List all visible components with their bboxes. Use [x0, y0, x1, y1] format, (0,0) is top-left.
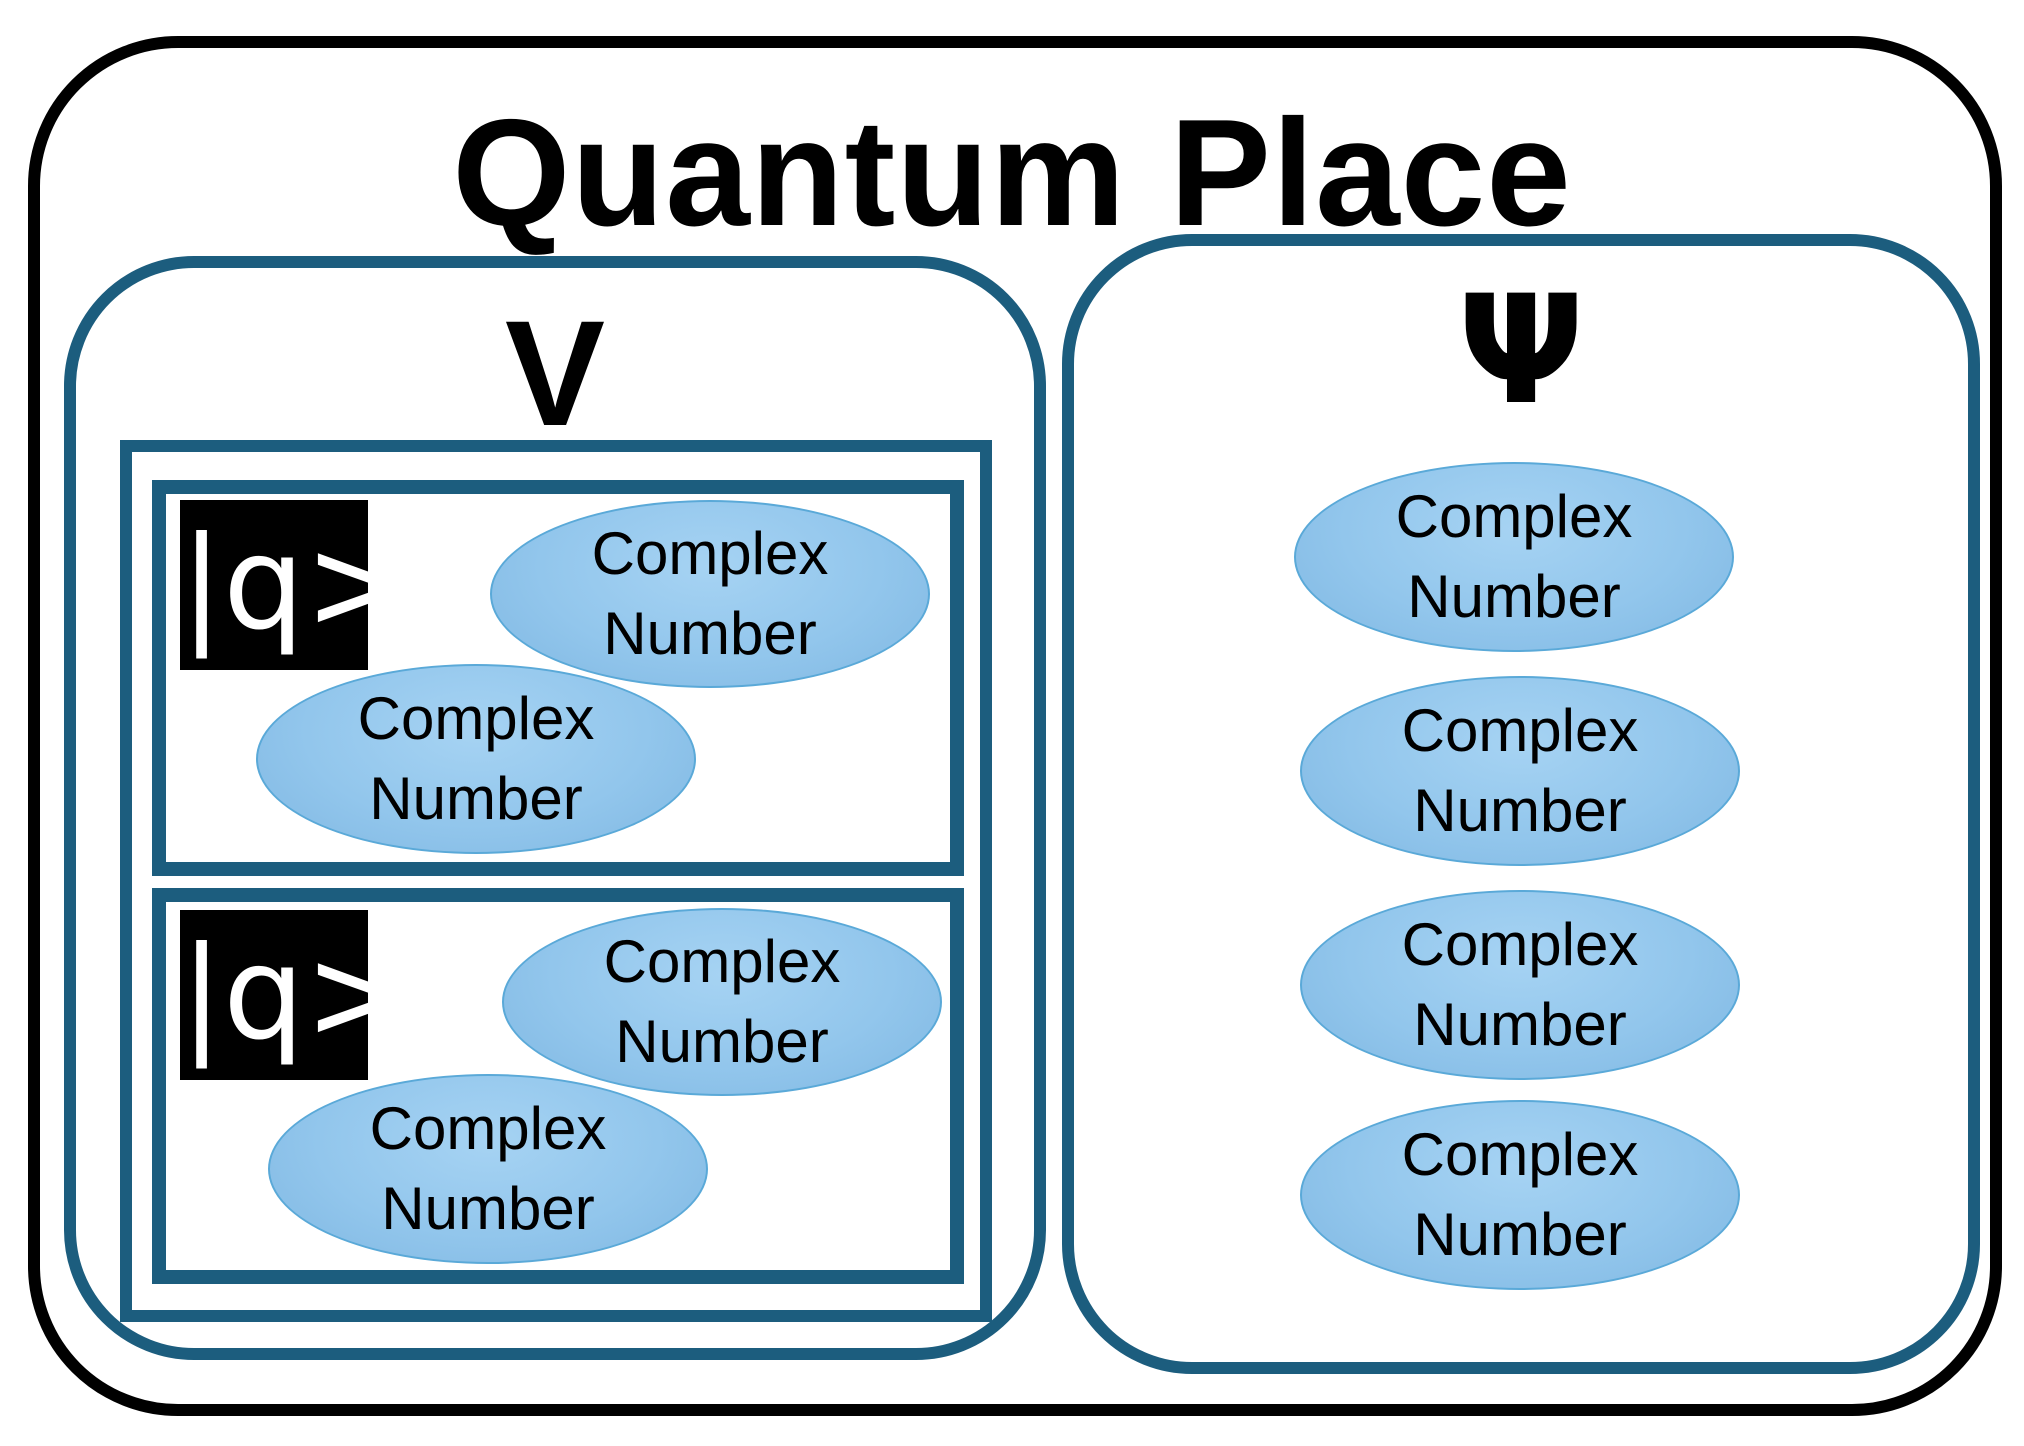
complex-number-node: Complex Number — [256, 664, 696, 854]
diagram-title: Quantum Place — [452, 88, 1572, 258]
complex-number-node: Complex Number — [1300, 1100, 1740, 1290]
complex-number-label-line1: Complex — [603, 928, 841, 995]
complex-number-node: Complex Number — [490, 500, 930, 688]
complex-number-label-line2: Number — [1413, 991, 1627, 1058]
complex-number-label-line2: Number — [381, 1175, 595, 1242]
psi-panel — [1062, 234, 1980, 1374]
complex-number-label-line1: Complex — [591, 520, 829, 587]
complex-number-label-line1: Complex — [1395, 483, 1633, 550]
v-panel — [64, 256, 1046, 1360]
complex-number-label-line1: Complex — [1401, 911, 1639, 978]
complex-number-label-line2: Number — [369, 765, 583, 832]
complex-number-label-line1: Complex — [357, 685, 595, 752]
complex-number-label-line1: Complex — [1401, 1121, 1639, 1188]
complex-number-node: Complex Number — [268, 1074, 708, 1264]
v-panel-label: V — [504, 289, 606, 457]
complex-number-label-line1: Complex — [1401, 697, 1639, 764]
complex-number-node: Complex Number — [1300, 890, 1740, 1080]
complex-number-label-line2: Number — [615, 1008, 829, 1075]
psi-panel-label: Ψ — [1457, 264, 1585, 438]
complex-number-label-line1: Complex — [369, 1095, 607, 1162]
complex-number-label-line2: Number — [603, 600, 817, 667]
complex-number-label-line2: Number — [1413, 777, 1627, 844]
ket-label: |q> — [180, 910, 412, 1080]
complex-number-node: Complex Number — [1300, 676, 1740, 866]
complex-number-label-line2: Number — [1407, 563, 1621, 630]
quantum-place-container — [28, 36, 2002, 1416]
complex-number-node: Complex Number — [502, 908, 942, 1096]
complex-number-label-line2: Number — [1413, 1201, 1627, 1268]
complex-number-node: Complex Number — [1294, 462, 1734, 652]
qubit-register-frame — [120, 440, 992, 1322]
ket-label: |q> — [180, 500, 412, 670]
